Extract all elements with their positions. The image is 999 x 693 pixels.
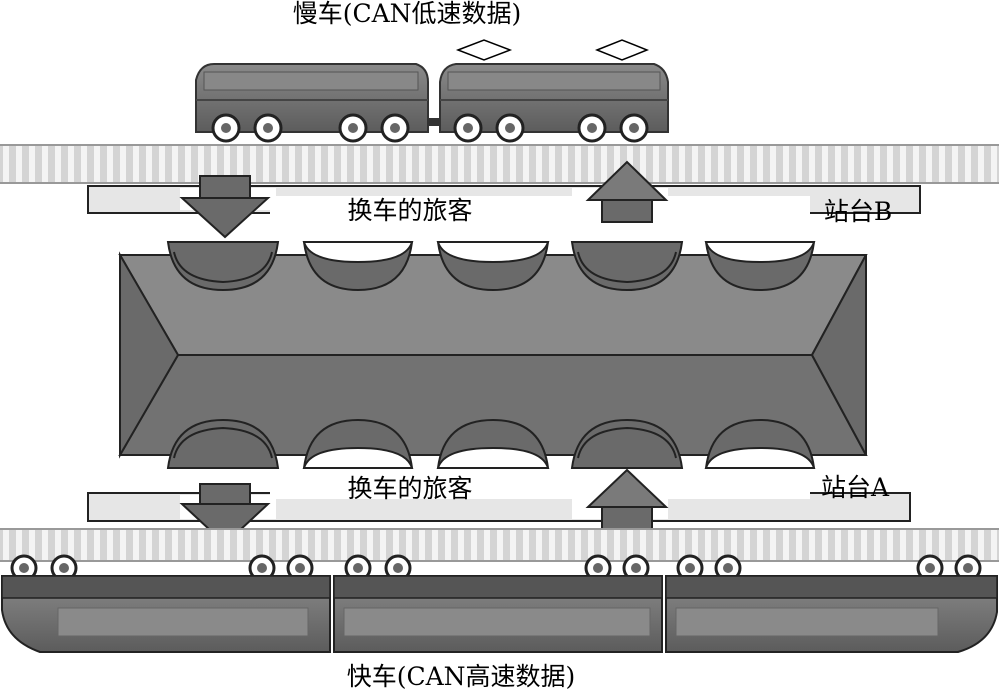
station-building — [118, 251, 868, 459]
track-bottom — [0, 529, 999, 561]
arrow-up-icon — [585, 468, 669, 530]
transfer-label-bottom: 换车的旅客 — [347, 474, 472, 503]
station-doors-top — [166, 241, 816, 292]
pantograph-icon — [594, 39, 650, 61]
arrow-up-icon — [585, 160, 669, 223]
platform-b-label: 站台B — [824, 197, 892, 226]
arrow-down-icon — [179, 483, 271, 546]
transfer-label-top: 换车的旅客 — [347, 196, 472, 225]
arrow-down-icon — [179, 175, 271, 239]
fast-train-label: 快车(CAN高速数据) — [347, 662, 576, 691]
fast-train — [1, 554, 998, 653]
platform-a-label: 站台A — [821, 473, 890, 502]
slow-train — [195, 39, 669, 143]
station-doors-bottom — [166, 418, 816, 469]
pantograph-icon — [455, 39, 513, 61]
slow-train-label: 慢车(CAN低速数据) — [293, 0, 522, 28]
track-top — [0, 145, 999, 183]
